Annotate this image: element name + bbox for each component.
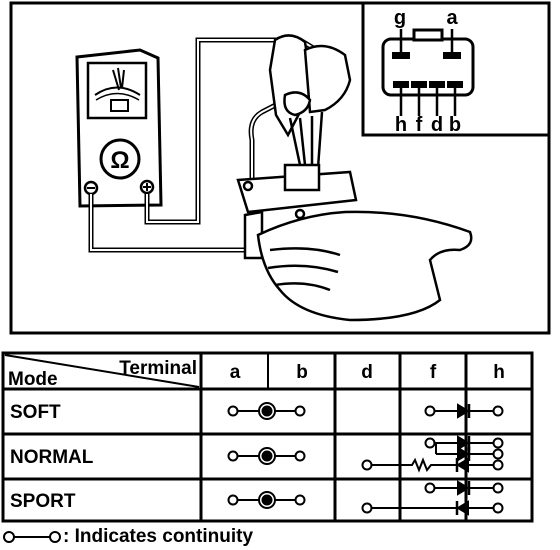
col-header-f: f [430, 362, 437, 383]
continuity-symbol-icon [3, 531, 61, 543]
holding-hand [256, 210, 473, 322]
normal-f-h-diode-2 [435, 443, 504, 462]
normal-d-h-resistor-diode [361, 457, 504, 473]
pin-label-b: b [449, 114, 461, 136]
row-label-soft: SOFT [10, 402, 61, 423]
row-label-normal: NORMAL [10, 447, 94, 468]
pin-label-g: g [394, 7, 406, 29]
col-header-a: a [230, 362, 241, 383]
header-mode: Mode [8, 369, 58, 390]
continuity-legend: : Indicates continuity [2, 524, 253, 550]
row-label-sport: SPORT [10, 491, 76, 512]
connector-inset: g a h f d b [361, 3, 549, 137]
selector-knob [99, 138, 141, 180]
continuity-table: Terminal Mode a b d f h SOFT NORMAL SPOR… [1, 351, 534, 523]
illustration-frame [9, 1, 551, 335]
multimeter-test-illustration: g a h f d b Ω [9, 1, 551, 335]
col-header-h: h [493, 362, 505, 383]
col-header-b: b [296, 362, 308, 383]
header-terminal: Terminal [119, 358, 197, 379]
pin-label-f: f [416, 114, 423, 136]
sport-d-h-diode [361, 500, 504, 516]
pin-label-h: h [395, 114, 407, 136]
header-diagonal [4, 354, 200, 388]
pin-label-a: a [446, 7, 458, 29]
soft-f-h-diode [424, 403, 504, 419]
multimeter: Ω [75, 48, 163, 208]
sport-a-b-continuity [227, 491, 306, 509]
probe-hand [268, 34, 352, 169]
normal-a-b-continuity [227, 447, 306, 465]
pin-label-d: d [431, 114, 443, 136]
sport-f-h-diode [424, 480, 504, 496]
ohm-symbol: Ω [110, 147, 129, 174]
legend-text: : Indicates continuity [63, 526, 254, 547]
soft-a-b-continuity [227, 402, 306, 420]
col-header-d: d [361, 362, 373, 383]
normal-f-h-diode [424, 435, 504, 451]
